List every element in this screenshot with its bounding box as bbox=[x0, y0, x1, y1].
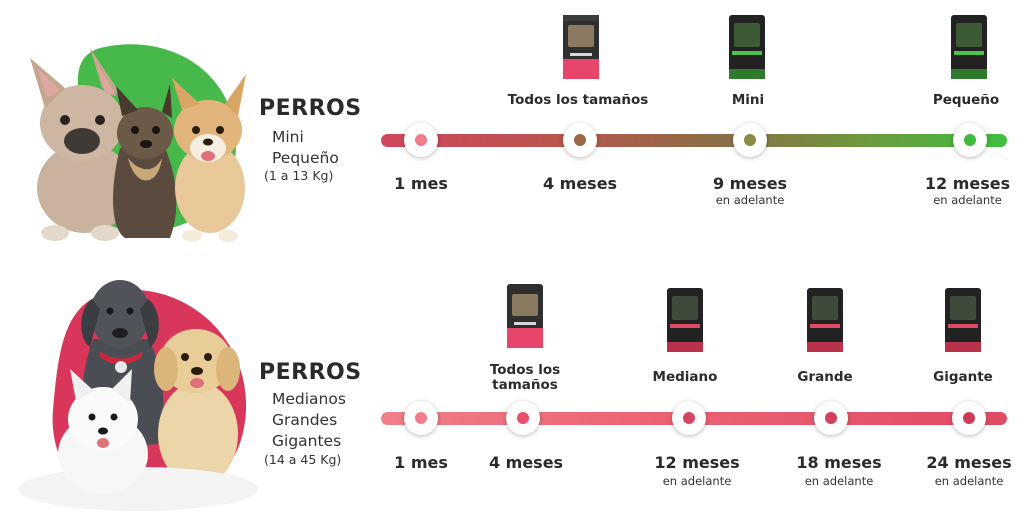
puppy-bag-pink-icon bbox=[507, 284, 543, 348]
puppy-bag-pink-icon bbox=[563, 15, 599, 79]
size-label-mini: Mini bbox=[272, 128, 304, 146]
weight-range: (14 a 45 Kg) bbox=[264, 452, 342, 467]
timeline-node-24-meses bbox=[952, 401, 986, 435]
large-dogs-section: PERROS Medianos Grandes Gigantes (14 a 4… bbox=[0, 259, 1024, 518]
age-sub-label: en adelante bbox=[933, 193, 1002, 207]
age-label: 4 meses bbox=[488, 453, 564, 472]
samoyed-puppy-icon bbox=[18, 369, 258, 511]
adult-bag-green-icon bbox=[951, 15, 987, 79]
age-label: 4 meses bbox=[542, 174, 618, 193]
product-label-todos-line2: tamaños bbox=[492, 377, 558, 393]
product-label-mediano: Mediano bbox=[652, 369, 718, 385]
timeline-dot bbox=[683, 412, 695, 424]
timeline-dot bbox=[964, 134, 976, 146]
weight-range: (1 a 13 Kg) bbox=[264, 168, 334, 183]
age-label: 12 meses bbox=[654, 453, 740, 472]
timeline-node-12-meses bbox=[953, 123, 987, 157]
adult-bag-red-icon bbox=[945, 288, 981, 352]
timeline-node-1-mes bbox=[404, 123, 438, 157]
adult-bag-red-icon bbox=[807, 288, 843, 352]
timeline-dot bbox=[574, 134, 586, 146]
size-label-gigantes: Gigantes bbox=[272, 432, 342, 450]
adult-bag-green-icon bbox=[729, 15, 765, 79]
yorkshire-terrier-icon bbox=[113, 84, 177, 238]
timeline-dot bbox=[517, 412, 529, 424]
product-label-gigante: Gigante bbox=[933, 369, 993, 385]
age-sub-label: en adelante bbox=[715, 193, 785, 207]
adult-bag-red-icon bbox=[667, 288, 703, 352]
timeline-dot bbox=[415, 412, 427, 424]
large-dogs-illustration bbox=[18, 280, 258, 511]
corgi-icon bbox=[172, 74, 246, 242]
section-title: PERROS bbox=[259, 360, 362, 385]
age-label: 9 meses bbox=[712, 174, 788, 193]
small-dogs-illustration bbox=[30, 44, 246, 242]
age-label: 1 mes bbox=[394, 174, 448, 193]
timeline-node-9-meses bbox=[733, 123, 767, 157]
age-timeline-bar bbox=[381, 134, 1007, 147]
age-label: 12 meses bbox=[924, 174, 1011, 193]
product-label-todos: Todos los tamaños bbox=[507, 92, 649, 108]
timeline-node-18-meses bbox=[814, 401, 848, 435]
timeline-node-12-meses bbox=[672, 401, 706, 435]
timeline-dot bbox=[825, 412, 837, 424]
french-bulldog-icon bbox=[30, 48, 133, 241]
timeline-dot bbox=[415, 134, 427, 146]
age-sub-label: en adelante bbox=[934, 474, 1004, 488]
timeline-node-4-meses bbox=[563, 123, 597, 157]
product-label-todos-line1: Todos los bbox=[489, 362, 561, 378]
timeline-node-4-meses bbox=[506, 401, 540, 435]
timeline-node-1-mes bbox=[404, 401, 438, 435]
product-label-pequeno: Pequeño bbox=[932, 92, 1000, 108]
product-label-mini: Mini bbox=[731, 92, 765, 108]
age-sub-label: en adelante bbox=[804, 474, 874, 488]
size-label-grandes: Grandes bbox=[272, 411, 338, 429]
golden-retriever-puppy-icon bbox=[154, 329, 240, 486]
size-label-pequeno: Pequeño bbox=[272, 149, 339, 167]
age-label: 1 mes bbox=[394, 453, 448, 472]
timeline-dot bbox=[744, 134, 756, 146]
section-title: PERROS bbox=[259, 96, 362, 121]
age-label: 24 meses bbox=[926, 453, 1012, 472]
timeline-dot bbox=[963, 412, 975, 424]
age-sub-label: en adelante bbox=[662, 474, 732, 488]
age-label: 18 meses bbox=[796, 453, 882, 472]
product-label-grande: Grande bbox=[797, 369, 853, 385]
small-dogs-section: PERROS Mini Pequeño (1 a 13 Kg) Todos lo… bbox=[30, 15, 1011, 242]
size-label-medianos: Medianos bbox=[272, 390, 346, 408]
